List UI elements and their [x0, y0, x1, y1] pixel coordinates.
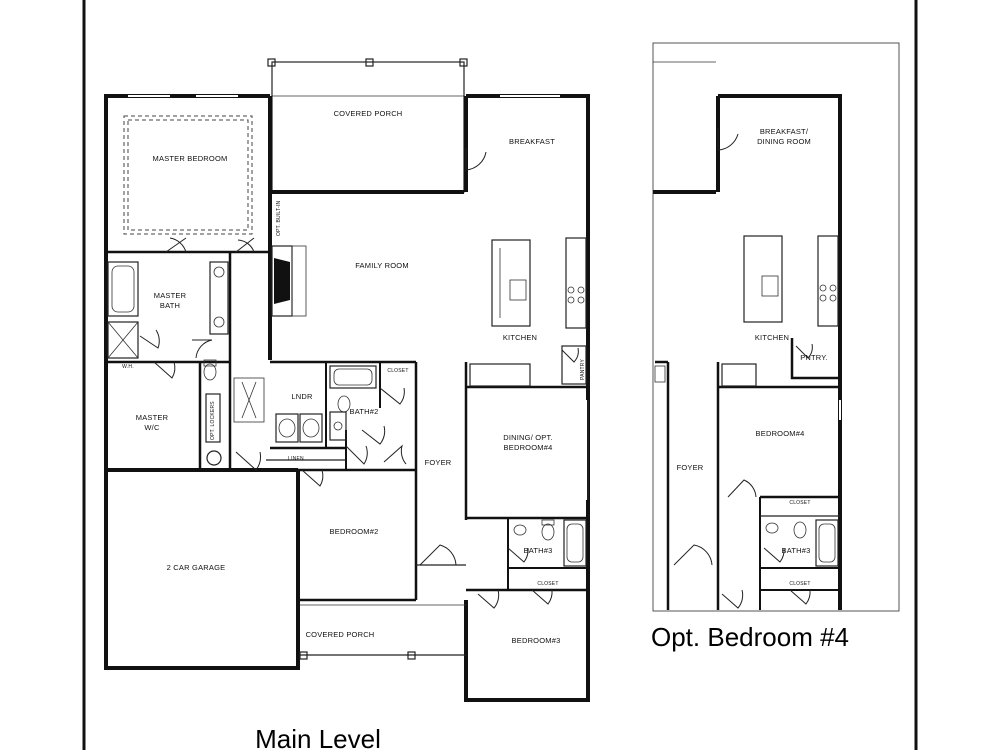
label-linen: LINEN: [288, 456, 304, 462]
laundry-fixtures: [205, 377, 323, 466]
label-garage: 2 CAR GARAGE: [167, 563, 226, 572]
label-opt-breakfast-2: DINING ROOM: [757, 137, 811, 146]
label-opt-bath3: BATH#3: [782, 546, 811, 555]
bath2-fixtures: [329, 365, 377, 441]
label-master-bath-1: MASTER: [154, 291, 187, 300]
label-covered-porch-rear: COVERED PORCH: [334, 109, 403, 118]
label-pantry: PANTRY: [580, 359, 586, 380]
opt-plan-frame: [652, 42, 900, 612]
label-dining-2: BEDROOM#4: [504, 443, 553, 452]
master-bath-fixtures: [107, 261, 229, 381]
main-level-plan: COVERED PORCH BREAKFAST MASTER BEDROOM F…: [104, 58, 590, 750]
label-covered-porch-front: COVERED PORCH: [306, 630, 375, 639]
door-swings: [139, 148, 579, 609]
caption-main-level: Main Level: [255, 724, 381, 750]
label-bath2: BATH#2: [350, 407, 379, 416]
label-master-bedroom: MASTER BEDROOM: [153, 154, 228, 163]
label-opt-breakfast-1: BREAKFAST/: [760, 127, 809, 136]
label-bath3: BATH#3: [524, 546, 553, 555]
label-opt-built-in: OPT. BUILT-IN: [276, 201, 282, 236]
label-bedroom2: BEDROOM#2: [330, 527, 379, 536]
bath3-fixtures: [513, 519, 587, 567]
kitchen-counter: [469, 237, 587, 387]
label-wh: W.H.: [122, 364, 134, 370]
caption-opt-bedroom4: Opt. Bedroom #4: [651, 622, 849, 652]
label-opt-closet-bottom: CLOSET: [789, 581, 810, 587]
fireplace-icon: [271, 245, 307, 317]
kitchen-island: [491, 239, 531, 327]
label-opt-bedroom4: BEDROOM#4: [756, 429, 805, 438]
label-opt-kitchen: KITCHEN: [755, 333, 789, 342]
label-breakfast: BREAKFAST: [509, 137, 555, 146]
label-lndr: LNDR: [291, 392, 313, 401]
label-dining-1: DINING/ OPT.: [503, 433, 553, 442]
label-master-bath-2: BATH: [160, 301, 180, 310]
label-opt-lockers: OPT. LOCKERS: [210, 401, 216, 440]
tray-ceiling-outline: [123, 115, 253, 235]
label-closet: CLOSET: [537, 581, 558, 587]
label-master-wic-2: W/C: [144, 423, 160, 432]
main-room-labels: COVERED PORCH BREAKFAST MASTER BEDROOM F…: [122, 109, 586, 645]
label-foyer: FOYER: [425, 458, 452, 467]
rear-covered-porch: [267, 58, 468, 193]
opt-bedroom4-plan: BREAKFAST/ DINING ROOM KITCHEN PNTRY. BE…: [651, 42, 900, 652]
windows: [128, 95, 589, 500]
label-opt-closet-top: CLOSET: [789, 500, 810, 506]
label-family-room: FAMILY ROOM: [355, 261, 409, 270]
label-bedroom3: BEDROOM#3: [512, 636, 561, 645]
main-interior-walls: [106, 250, 588, 602]
main-exterior-walls: [104, 94, 590, 702]
opt-room-labels: BREAKFAST/ DINING ROOM KITCHEN PNTRY. BE…: [677, 127, 828, 587]
label-opt-foyer: FOYER: [677, 463, 704, 472]
label-master-wic-1: MASTER: [136, 413, 169, 422]
page-frame: [82, 0, 918, 750]
label-closet-bath2: CLOSET: [387, 368, 408, 374]
label-kitchen: KITCHEN: [503, 333, 537, 342]
label-opt-pantry: PNTRY.: [800, 353, 828, 362]
